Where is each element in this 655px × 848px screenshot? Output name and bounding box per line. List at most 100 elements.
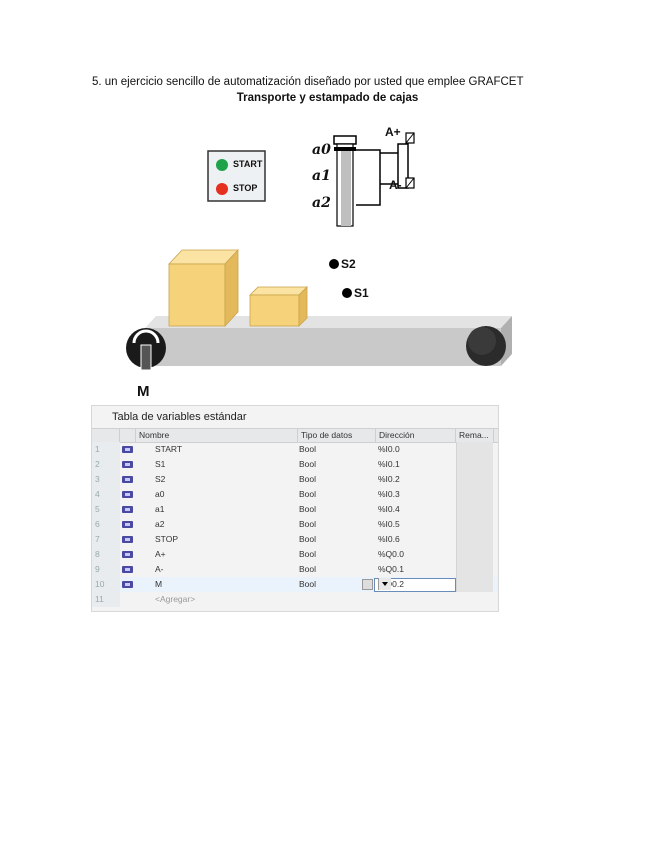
sensor-s1-dot	[342, 288, 352, 298]
remark-cell[interactable]	[456, 562, 493, 577]
variable-address[interactable]: %I0.3	[378, 489, 400, 499]
table-row[interactable]: 10 M Bool %Q0.2	[92, 577, 498, 592]
table-header: Nombre Tipo de datos Dirección Rema...	[92, 428, 498, 443]
conveyor	[126, 316, 512, 371]
exercise-heading: 5. un ejercicio sencillo de automatizaci…	[92, 76, 524, 88]
exercise-subheading: Transporte y estampado de cajas	[236, 92, 419, 104]
a-plus-label: A+	[385, 125, 401, 139]
row-number: 3	[92, 472, 120, 487]
variable-name[interactable]: S2	[155, 474, 166, 484]
variable-address[interactable]: %I0.5	[378, 519, 400, 529]
variable-table: Tabla de variables estándar Nombre Tipo …	[91, 405, 499, 612]
table-row[interactable]: 4 a0 Bool %I0.3	[92, 487, 498, 502]
remark-cell[interactable]	[456, 442, 493, 457]
stop-lamp	[216, 183, 228, 195]
row-number: 2	[92, 457, 120, 472]
variable-type[interactable]: Bool	[299, 564, 317, 574]
variable-type[interactable]: Bool	[299, 519, 317, 529]
variable-name[interactable]: a0	[155, 489, 165, 499]
remark-cell[interactable]	[456, 547, 493, 562]
box-small	[249, 286, 308, 327]
variable-name[interactable]: A-	[155, 564, 164, 574]
variable-address[interactable]: %I0.1	[378, 459, 400, 469]
start-stop-panel	[207, 150, 266, 202]
col-rema[interactable]: Rema...	[456, 429, 494, 442]
address-icon[interactable]	[362, 579, 373, 590]
remark-cell[interactable]	[456, 517, 493, 532]
remark-cell[interactable]	[456, 472, 493, 487]
row-number: 7	[92, 532, 120, 547]
table-title: Tabla de variables estándar	[112, 411, 247, 423]
variable-address[interactable]: %I0.2	[378, 474, 400, 484]
chevron-down-icon[interactable]	[378, 578, 391, 590]
table-row[interactable]: 1 START Bool %I0.0	[92, 442, 498, 457]
a0-label: a0	[312, 142, 331, 158]
variable-type[interactable]: Bool	[299, 474, 317, 484]
variable-address[interactable]: %I0.0	[378, 444, 400, 454]
variable-address[interactable]: %I0.6	[378, 534, 400, 544]
address-value: %Q0.2	[378, 579, 404, 589]
tag-icon	[122, 446, 133, 453]
table-row[interactable]: 2 S1 Bool %I0.1	[92, 457, 498, 472]
address-dropdown[interactable]: %Q0.2	[374, 578, 456, 592]
tag-icon	[122, 521, 133, 528]
variable-address[interactable]: %I0.4	[378, 504, 400, 514]
col-tipo[interactable]: Tipo de datos	[298, 429, 376, 442]
variable-type[interactable]: Bool	[299, 534, 317, 544]
variable-type[interactable]: Bool	[299, 579, 317, 589]
table-row[interactable]: 5 a1 Bool %I0.4	[92, 502, 498, 517]
tag-icon	[122, 491, 133, 498]
tag-icon	[122, 536, 133, 543]
row-number: 10	[92, 577, 120, 592]
add-variable-placeholder[interactable]: <Agregar>	[155, 594, 196, 604]
tag-icon	[122, 566, 133, 573]
variable-name[interactable]: M	[155, 579, 163, 589]
variable-name[interactable]: A+	[155, 549, 166, 559]
add-row[interactable]: 11<Agregar>	[92, 592, 498, 607]
box-large	[168, 248, 239, 328]
variable-type[interactable]: Bool	[299, 444, 317, 454]
start-lamp	[216, 159, 228, 171]
idle-roller	[466, 326, 506, 366]
remark-cell[interactable]	[456, 457, 493, 472]
variable-name[interactable]: a2	[155, 519, 165, 529]
table-row[interactable]: 7 STOP Bool %I0.6	[92, 532, 498, 547]
remark-cell[interactable]	[456, 532, 493, 547]
remark-cell[interactable]	[456, 487, 493, 502]
row-number: 9	[92, 562, 120, 577]
row-number: 5	[92, 502, 120, 517]
variable-name[interactable]: S1	[155, 459, 166, 469]
variable-type[interactable]: Bool	[299, 504, 317, 514]
table-row[interactable]: 8 A+ Bool %Q0.0	[92, 547, 498, 562]
variable-address[interactable]: %Q0.0	[378, 549, 404, 559]
tag-icon	[122, 551, 133, 558]
row-number: 4	[92, 487, 120, 502]
variable-type[interactable]: Bool	[299, 489, 317, 499]
a-minus-label: A-	[389, 178, 402, 192]
tag-icon	[122, 461, 133, 468]
variable-type[interactable]: Bool	[299, 459, 317, 469]
stop-label: STOP	[233, 183, 258, 193]
variable-address[interactable]: %Q0.1	[378, 564, 404, 574]
table-row[interactable]: 9 A- Bool %Q0.1	[92, 562, 498, 577]
remark-cell[interactable]	[456, 577, 493, 592]
col-nombre[interactable]: Nombre	[136, 429, 298, 442]
variable-name[interactable]: a1	[155, 504, 165, 514]
table-row[interactable]: 3 S2 Bool %I0.2	[92, 472, 498, 487]
variable-type[interactable]: Bool	[299, 549, 317, 559]
a2-label: a2	[312, 195, 331, 211]
motor-roller	[126, 328, 166, 368]
tag-icon	[122, 581, 133, 588]
motor-label: M	[137, 383, 150, 400]
s1-label: S1	[354, 286, 369, 300]
cylinder	[333, 132, 415, 227]
variable-name[interactable]: START	[155, 444, 183, 454]
row-number: 8	[92, 547, 120, 562]
variable-name[interactable]: STOP	[155, 534, 178, 544]
remark-cell[interactable]	[456, 502, 493, 517]
row-number: 1	[92, 442, 120, 457]
s2-label: S2	[341, 257, 356, 271]
col-direccion[interactable]: Dirección	[376, 429, 456, 442]
a1-label: a1	[312, 168, 331, 184]
